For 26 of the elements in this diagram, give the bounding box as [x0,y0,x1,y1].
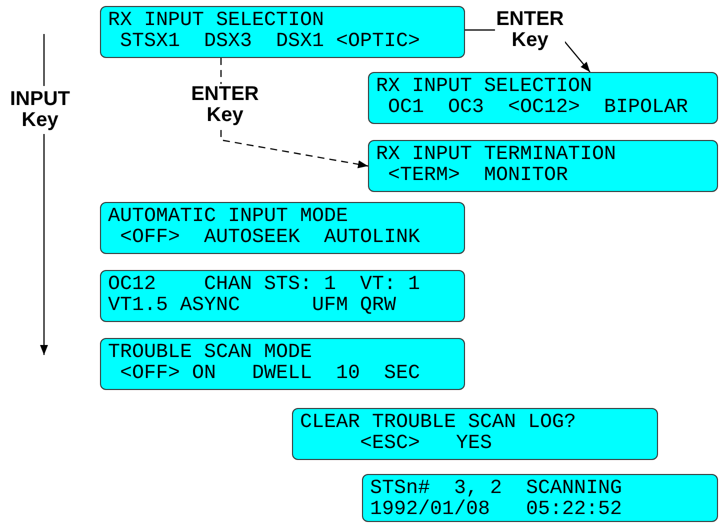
display-text: OC12 CHAN STS: 1 VT: 1 [108,274,420,295]
edge-label: ENTER Key [190,84,260,126]
display-text: 1992/01/08 05:22:52 [370,499,622,520]
display-text: RX INPUT SELECTION [108,10,324,31]
display-screen [292,408,658,460]
display-text: STSn# 3, 2 SCANNING [370,478,622,499]
display-screen [100,202,465,254]
display-text: <TERM> MONITOR [387,165,568,186]
display-text: AUTOMATIC INPUT MODE [108,206,348,227]
display-text: RX INPUT SELECTION [376,76,592,97]
display-text: <OFF> AUTOSEEK AUTOLINK [119,227,420,248]
display-text: VT1.5 ASYNC UFM QRW [108,295,396,316]
display-screen [362,474,718,522]
display-screen [100,6,465,58]
display-text: <ESC> YES [359,433,492,454]
display-text: TROUBLE SCAN MODE [108,342,312,363]
display-text: OC1 OC3 <OC12> BIPOLAR [387,97,688,118]
display-screen [368,72,718,124]
display-screen [100,270,465,322]
display-text: <OFF> ON DWELL 10 SEC [119,363,420,384]
display-text: RX INPUT TERMINATION [376,144,616,165]
display-screen [100,338,465,390]
edge-label: ENTER Key [495,9,565,51]
display-text: CLEAR TROUBLE SCAN LOG? [300,412,576,433]
display-screen [368,140,718,192]
display-text: STSX1 DSX3 DSX1 <OPTIC> [119,31,420,52]
